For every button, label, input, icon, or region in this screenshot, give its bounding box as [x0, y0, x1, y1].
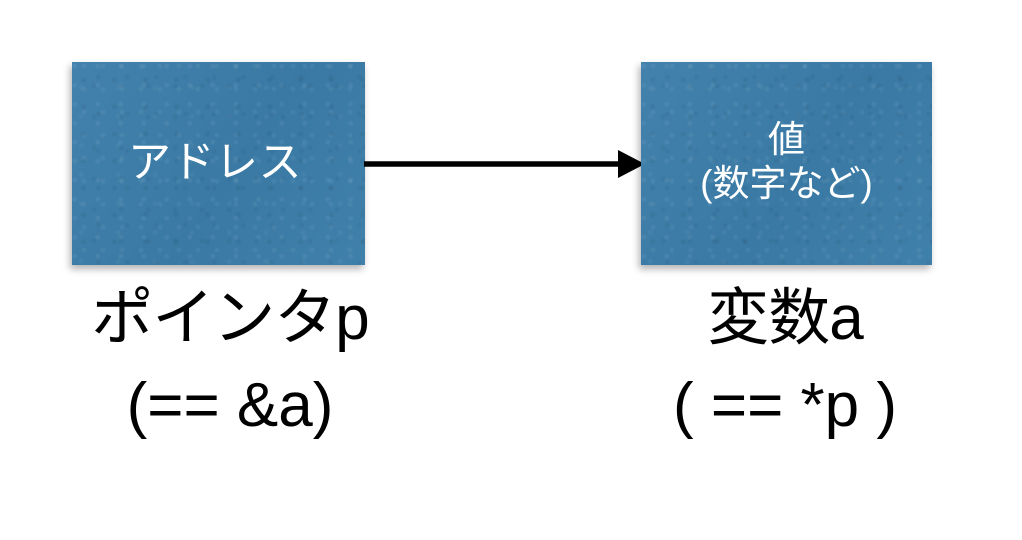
points-to-arrow-icon: [364, 150, 645, 178]
value-box-label-line2: (数字など): [700, 162, 873, 204]
address-box: アドレス: [72, 62, 365, 265]
value-box: 値 (数字など): [641, 62, 932, 265]
points-to-arrow: [360, 138, 650, 190]
address-box-label: アドレス: [128, 139, 302, 188]
pointer-caption-line2: (== &a): [126, 371, 334, 440]
variable-caption-line1: 変数a: [707, 284, 863, 353]
variable-caption: 変数a ( == *p ): [580, 288, 990, 437]
value-box-label-line1: 値: [768, 118, 805, 160]
pointer-caption: ポインタp (== &a): [20, 288, 440, 437]
pointer-caption-line1: ポインタp: [91, 284, 369, 353]
variable-caption-line2: ( == *p ): [673, 371, 897, 440]
